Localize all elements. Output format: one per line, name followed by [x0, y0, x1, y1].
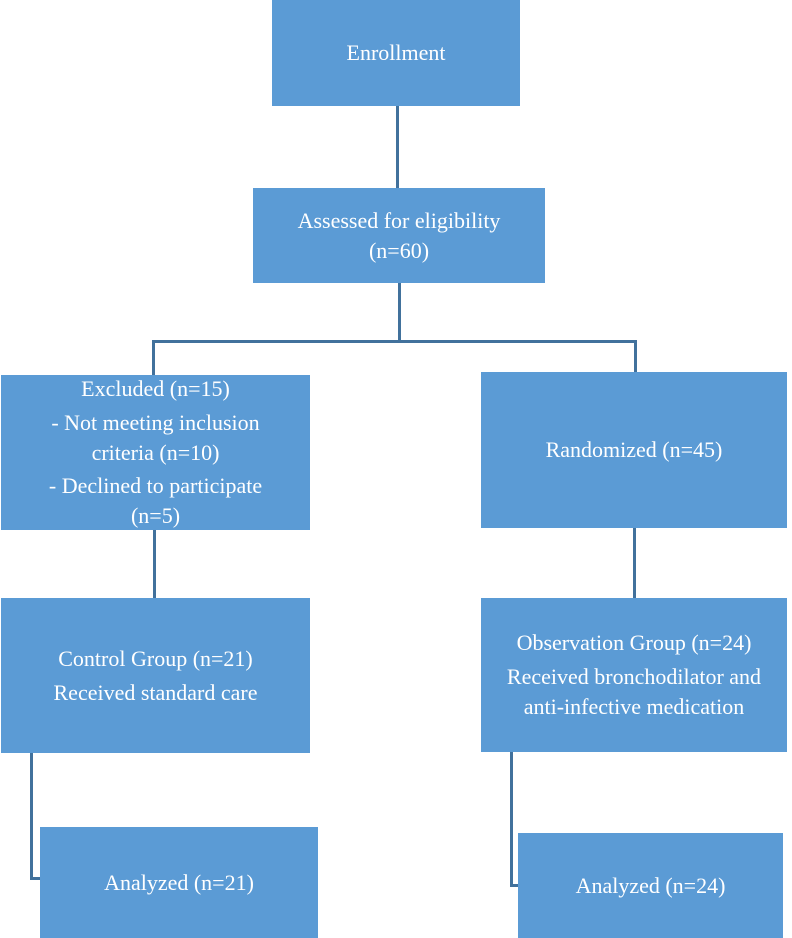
connector-enrollment-assessed [396, 106, 399, 188]
connector-randomized-observation [633, 528, 636, 598]
connector-control-analyzed-horizontal [30, 877, 41, 880]
node-analyzed-control-label: Analyzed (n=21) [104, 869, 254, 895]
node-randomized-label: Randomized (n=45) [545, 437, 723, 463]
node-assessed: Assessed for eligibility (n=60) [253, 188, 545, 283]
node-enrollment-label: Enrollment [346, 40, 446, 66]
node-observation: Observation Group (n=24) Received bronch… [481, 598, 787, 752]
node-excluded-title: Excluded (n=15) [81, 375, 230, 401]
connector-branch-drop-right [634, 340, 637, 372]
node-observation-title: Observation Group (n=24) [516, 630, 752, 656]
connector-branch-drop-left [152, 340, 155, 375]
node-control-subtitle: Received standard care [53, 679, 258, 705]
node-analyzed-observation-label: Analyzed (n=24) [575, 872, 726, 898]
connector-observation-analyzed-vertical [510, 752, 513, 887]
connector-observation-analyzed-horizontal [510, 884, 519, 887]
node-analyzed-control: Analyzed (n=21) [40, 827, 318, 938]
connector-branch-horizontal [152, 340, 637, 343]
connector-assessed-branch [398, 283, 401, 342]
node-control-title: Control Group (n=21) [58, 645, 253, 671]
connector-excluded-control [153, 530, 156, 598]
node-enrollment: Enrollment [272, 0, 520, 106]
node-excluded: Excluded (n=15) - Not meeting inclusion … [1, 375, 310, 530]
node-assessed-label: Assessed for eligibility (n=60) [297, 207, 501, 263]
node-control: Control Group (n=21) Received standard c… [1, 598, 310, 753]
node-randomized: Randomized (n=45) [481, 372, 787, 528]
node-excluded-reason: - Not meeting inclusion criteria (n=10) [51, 409, 260, 465]
node-excluded-reason: - Declined to participate (n=5) [48, 473, 263, 529]
node-analyzed-observation: Analyzed (n=24) [518, 833, 783, 938]
node-observation-subtitle: Received bronchodilator and anti-infecti… [506, 664, 762, 719]
connector-control-analyzed-vertical [30, 753, 33, 880]
